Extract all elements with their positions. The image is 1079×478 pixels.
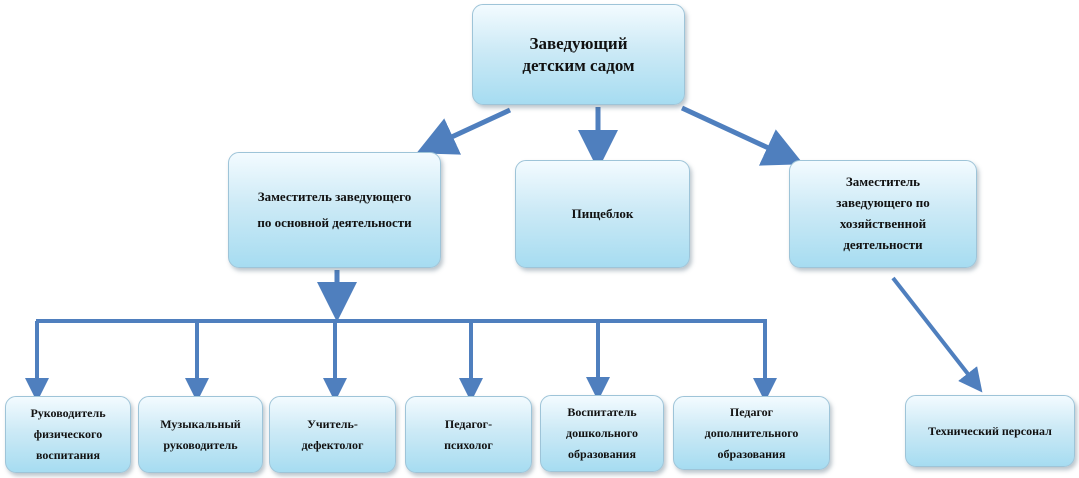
node-defectologist-label: Учитель- дефектолог	[301, 416, 364, 452]
node-music-label: Музыкальный руководитель	[160, 416, 241, 452]
node-music: Музыкальный руководитель	[138, 396, 263, 473]
node-psychologist-label: Педагог- психолог	[444, 416, 493, 452]
node-deputy-household: Заместитель заведующего по хозяйственной…	[789, 160, 977, 268]
node-technical-staff-label: Технический персонал	[928, 423, 1052, 438]
arrow-head-to-deputy-main	[416, 107, 512, 155]
node-kitchen: Пищеблок	[515, 160, 690, 268]
node-technical-staff: Технический персонал	[905, 395, 1075, 467]
node-deputy-main-label: Заместитель заведующего по основной деят…	[257, 189, 412, 230]
node-additional-ed: Педагог дополнительного образования	[673, 396, 830, 470]
arrow-head-to-deputy-household	[680, 105, 804, 166]
node-head: Заведующий детским садом	[472, 4, 685, 105]
node-phys-ed: Руководитель физического воспитания	[5, 396, 131, 473]
arrow-deputy-household-to-technical	[891, 276, 983, 393]
node-preschool-teacher-label: Воспитатель дошкольного образования	[566, 405, 638, 461]
node-deputy-main: Заместитель заведующего по основной деят…	[228, 152, 441, 268]
node-deputy-household-label: Заместитель заведующего по хозяйственной…	[836, 174, 930, 252]
node-head-label: Заведующий детским садом	[522, 34, 635, 75]
node-additional-ed-label: Педагог дополнительного образования	[704, 404, 799, 461]
node-kitchen-label: Пищеблок	[571, 206, 634, 221]
node-preschool-teacher: Воспитатель дошкольного образования	[540, 395, 664, 472]
node-defectologist: Учитель- дефектолог	[269, 396, 396, 473]
node-psychologist: Педагог- психолог	[405, 396, 532, 473]
node-phys-ed-label: Руководитель физического воспитания	[30, 406, 106, 462]
